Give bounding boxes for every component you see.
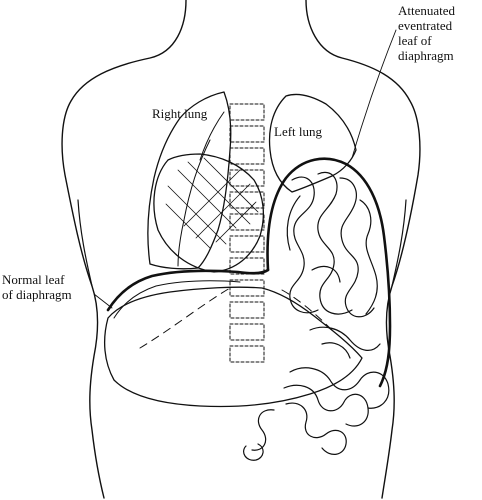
liver-outline xyxy=(104,286,363,408)
leader-attenuated xyxy=(351,29,397,159)
small-bowel-loops xyxy=(286,171,381,359)
label-attenuated-line-4: diaphragm xyxy=(398,48,454,63)
label-normal-line-2: of diaphragm xyxy=(2,287,72,302)
eventrated-diaphragm-leaf xyxy=(266,157,392,388)
arm-line-right xyxy=(391,199,407,287)
right-lung-outline xyxy=(147,91,232,270)
heart-hatch-1 xyxy=(165,157,259,249)
right-lung-inner-line-2 xyxy=(199,111,225,161)
body-outline xyxy=(61,0,187,499)
label-right-lung: Right lung xyxy=(152,106,208,121)
label-attenuated-line-1: Attenuated xyxy=(398,3,456,18)
spine-vertebrae xyxy=(229,103,265,363)
leader-normal xyxy=(93,293,113,309)
label-attenuated-leaf: Attenuated eventrated leaf of diaphragm xyxy=(398,3,455,63)
navel xyxy=(243,443,264,461)
label-attenuated-line-3: leaf of xyxy=(398,33,432,48)
heart-outline xyxy=(153,153,265,273)
body-outline-right-side xyxy=(305,0,421,499)
label-normal-line-1: Normal leaf xyxy=(2,272,65,287)
liver-dashed-edge xyxy=(139,287,231,349)
arm-line-left xyxy=(77,199,93,287)
colon-loops xyxy=(251,367,390,455)
label-normal-leaf: Normal leaf of diaphragm xyxy=(2,272,72,302)
normal-diaphragm-inner xyxy=(113,280,241,319)
heart-hatch-2 xyxy=(183,169,257,243)
label-attenuated-line-2: eventrated xyxy=(398,18,453,33)
left-lung-outline xyxy=(268,93,357,193)
normal-diaphragm-leaf xyxy=(106,268,270,312)
label-left-lung: Left lung xyxy=(274,124,323,139)
right-lung-inner-line xyxy=(177,139,211,267)
